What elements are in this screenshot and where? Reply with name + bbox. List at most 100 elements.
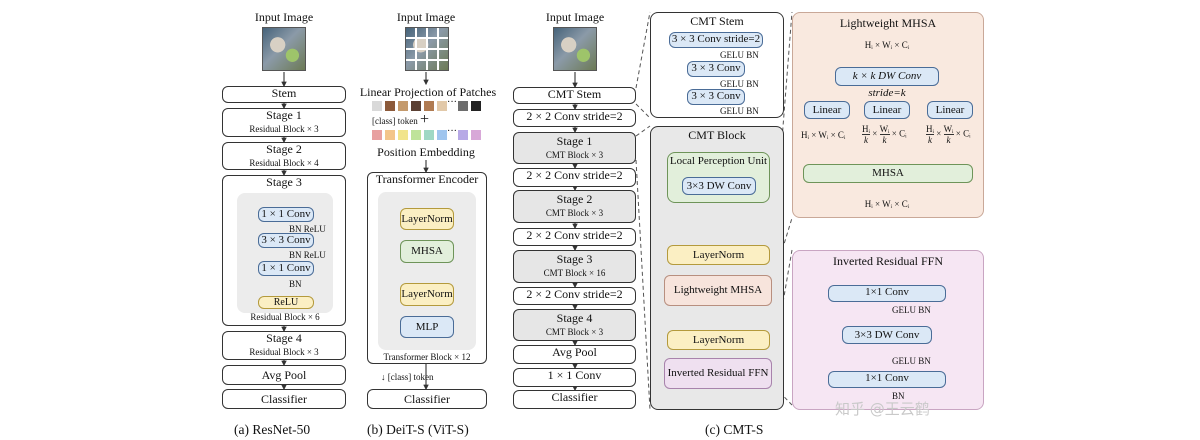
resnet-stem-label: Stem bbox=[271, 86, 297, 100]
deit-layernorm-2-label: LayerNorm bbox=[401, 288, 453, 300]
cmt-lmhsa: Lightweight MHSA bbox=[664, 275, 772, 306]
resnet-conv3x3-label: 3 × 3 Conv bbox=[261, 234, 311, 246]
cmt-caption: (c) CMT-S bbox=[705, 422, 764, 437]
cmt-input-image bbox=[553, 27, 597, 71]
cmt-conv-stride-c-label: 2 × 2 Conv stride=2 bbox=[526, 228, 623, 242]
cmt-stage1-sub: CMT Block × 3 bbox=[545, 149, 604, 160]
cmt-layernorm-2: LayerNorm bbox=[667, 330, 770, 350]
lmhsa-k-dim-den1: k bbox=[862, 134, 870, 145]
lmhsa-linear-q: Linear bbox=[804, 101, 850, 119]
position-token bbox=[398, 130, 408, 140]
patch-token bbox=[437, 101, 447, 111]
deit-classifier: Classifier bbox=[367, 389, 487, 409]
ffn-conv2-label: 1×1 Conv bbox=[865, 372, 909, 384]
cmt-stage3-title: Stage 3 bbox=[556, 252, 593, 266]
cmt-input-label: Input Image bbox=[545, 10, 605, 24]
deit-patched-image bbox=[405, 27, 449, 71]
deit-input-label: Input Image bbox=[396, 10, 456, 24]
resnet-avgpool: Avg Pool bbox=[222, 365, 346, 385]
cmt-stem-gelu3: GELU BN bbox=[720, 106, 759, 116]
deit-plus-sign: + bbox=[420, 111, 430, 128]
patch-token bbox=[458, 101, 468, 111]
cmt-stem-conv3: 3 × 3 Conv bbox=[687, 89, 745, 105]
resnet-classifier: Classifier bbox=[222, 389, 346, 409]
lmhsa-v-dim-den2: k bbox=[943, 134, 954, 145]
watermark: 知乎 @王云鹤 bbox=[835, 400, 930, 418]
lmhsa-v-dim-den1: k bbox=[926, 134, 934, 145]
resnet-relu-label: ReLU bbox=[273, 297, 299, 308]
cmt-stem-detail-title: CMT Stem bbox=[690, 14, 744, 28]
cmt-lpu-dwconv-label: 3×3 DW Conv bbox=[686, 180, 752, 192]
resnet-conv1x1-a: 1 × 1 Conv bbox=[258, 207, 314, 222]
deit-encoder-title: Transformer Encoder bbox=[375, 172, 479, 186]
lmhsa-in-dim: Hᵢ × Wᵢ × Cᵢ bbox=[864, 40, 910, 50]
deit-block-sub: Transformer Block × 12 bbox=[383, 352, 471, 362]
lmhsa-linear-k-label: Linear bbox=[872, 104, 902, 116]
resnet-stage3-title: Stage 3 bbox=[266, 175, 302, 189]
down-arrow-icon: ↓ bbox=[381, 372, 388, 382]
patch-token bbox=[411, 101, 421, 111]
cmt-avgpool-label: Avg Pool bbox=[552, 345, 597, 359]
cmt-conv-stride-d: 2 × 2 Conv stride=2 bbox=[513, 287, 636, 305]
resnet-conv1x1-b: 1 × 1 Conv bbox=[258, 261, 314, 276]
resnet-stage4-title: Stage 4 bbox=[266, 331, 302, 345]
patch-token bbox=[398, 101, 408, 111]
ellipsis-icon: ··· bbox=[447, 97, 457, 108]
position-token bbox=[385, 130, 395, 140]
lmhsa-v-dim-num1: Hᵢ bbox=[926, 124, 934, 134]
resnet-caption: (a) ResNet-50 bbox=[234, 422, 311, 437]
resnet-input-label: Input Image bbox=[254, 10, 314, 24]
resnet-stage1-sub: Residual Block × 3 bbox=[249, 123, 319, 134]
cmt-stage3-sub: CMT Block × 16 bbox=[543, 267, 606, 278]
lmhsa-mhsa-label: MHSA bbox=[872, 167, 904, 179]
cmt-stage2-title: Stage 2 bbox=[556, 192, 593, 206]
position-token bbox=[411, 130, 421, 140]
cmt-conv-stride-b-label: 2 × 2 Conv stride=2 bbox=[526, 168, 623, 182]
cmt-stage1-title: Stage 1 bbox=[556, 134, 593, 148]
lmhsa-k-dim-times: × bbox=[872, 128, 880, 139]
cmt-conv-stride-c: 2 × 2 Conv stride=2 bbox=[513, 228, 636, 246]
ffn-dwconv: 3×3 DW Conv bbox=[842, 326, 932, 344]
resnet-bn-relu-1: BN ReLU bbox=[289, 224, 326, 234]
patch-token bbox=[424, 101, 434, 111]
ffn-gelu1: GELU BN bbox=[892, 305, 931, 315]
resnet-bn: BN bbox=[289, 279, 302, 289]
resnet-conv1x1-b-label: 1 × 1 Conv bbox=[261, 262, 311, 274]
deit-class-token-label: [class] token bbox=[372, 116, 418, 126]
cmt-conv-stride-a-label: 2 × 2 Conv stride=2 bbox=[526, 109, 623, 123]
deit-class-token-out: ↓ [class] token bbox=[381, 372, 433, 382]
lmhsa-dwconv: k × k DW Conv stride=k bbox=[835, 67, 939, 99]
cmt-stem-conv1-label: 3 × 3 Conv stride=2 bbox=[671, 33, 761, 45]
deit-layernorm-2: LayerNorm bbox=[400, 283, 454, 306]
lmhsa-k-dim-num1: Hᵢ bbox=[862, 124, 870, 134]
cmt-lpu-label: Local Perception Unit bbox=[669, 155, 768, 167]
lmhsa-out-dim: Hᵢ × Wᵢ × Cᵢ bbox=[864, 199, 910, 209]
cmt-stem-conv2-label: 3 × 3 Conv bbox=[691, 62, 741, 74]
cmt-irffn-label: Inverted Residual FFN bbox=[667, 367, 769, 379]
lmhsa-mhsa: MHSA bbox=[803, 164, 973, 183]
cmt-block-detail-title: CMT Block bbox=[688, 128, 746, 142]
ffn-conv1-label: 1×1 Conv bbox=[865, 286, 909, 298]
deit-mhsa-label: MHSA bbox=[411, 245, 443, 257]
cmt-conv1x1-label: 1 × 1 Conv bbox=[547, 368, 602, 382]
cmt-layernorm-1-label: LayerNorm bbox=[692, 249, 745, 261]
cmt-stem: CMT Stem bbox=[513, 87, 636, 104]
patch-token bbox=[385, 101, 395, 111]
cmt-conv1x1: 1 × 1 Conv bbox=[513, 368, 636, 387]
ellipsis-icon: ··· bbox=[447, 126, 457, 137]
resnet-bn-relu-2: BN ReLU bbox=[289, 250, 326, 260]
position-token bbox=[372, 130, 382, 140]
deit-mhsa: MHSA bbox=[400, 240, 454, 263]
position-token bbox=[424, 130, 434, 140]
lmhsa-linear-k: Linear bbox=[864, 101, 910, 119]
resnet-stage1-title: Stage 1 bbox=[266, 108, 302, 122]
cmt-stem-conv1: 3 × 3 Conv stride=2 bbox=[669, 32, 763, 48]
lmhsa-v-dim-c: × Cᵢ bbox=[955, 128, 971, 139]
ffn-bn: BN bbox=[892, 391, 905, 401]
